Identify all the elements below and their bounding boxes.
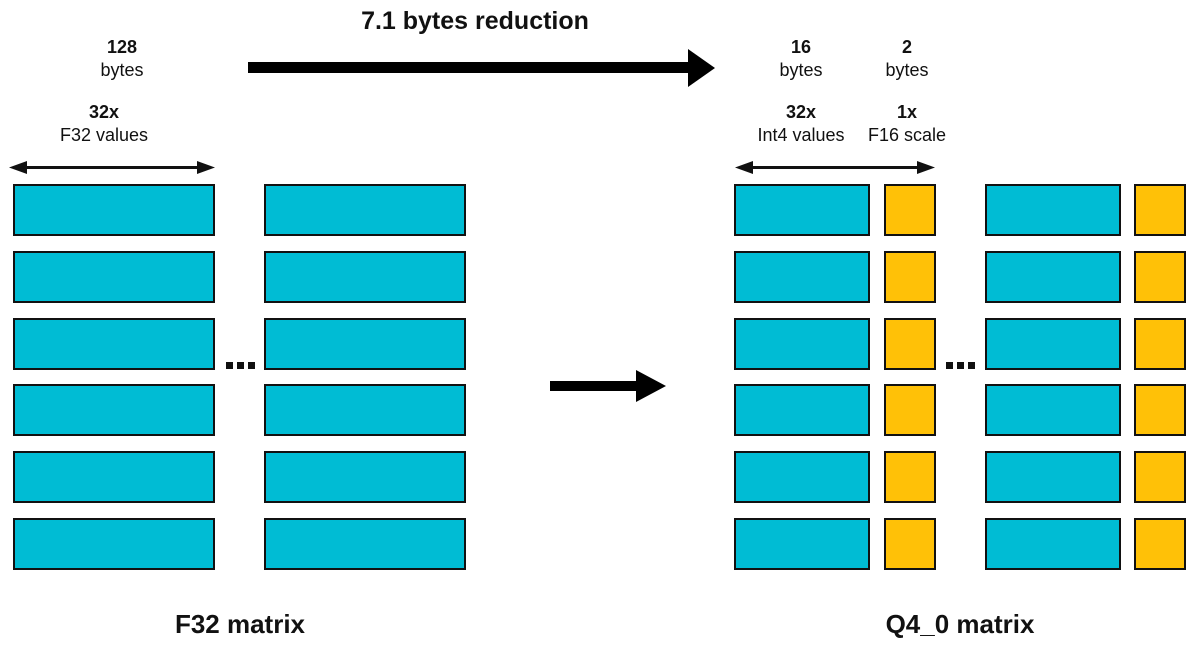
f16-scale-block	[884, 518, 936, 570]
f32-value-block	[264, 384, 466, 436]
right-span-count-int4: 32x	[785, 102, 817, 122]
right-bytes-unit-scale: bytes	[885, 60, 929, 80]
f32-value-block	[13, 451, 215, 503]
int4-values-block	[985, 251, 1121, 303]
left-span-count: 32x	[88, 102, 120, 122]
left-ellipsis	[226, 362, 255, 369]
int4-values-block	[985, 318, 1121, 370]
transform-arrow-head	[636, 370, 669, 402]
int4-values-block	[734, 384, 870, 436]
ellipsis-dot	[946, 362, 953, 369]
ellipsis-dot	[226, 362, 233, 369]
f16-scale-block	[884, 251, 936, 303]
f32-value-block	[264, 184, 466, 236]
f16-scale-block	[884, 184, 936, 236]
ellipsis-dot	[237, 362, 244, 369]
int4-values-block	[985, 451, 1121, 503]
f16-scale-block	[884, 451, 936, 503]
f16-scale-block	[1134, 451, 1186, 503]
right-ellipsis	[946, 362, 975, 369]
right-bytes-label-scale: 2 bytes	[839, 36, 975, 82]
right-span-label-int4: 32x Int4 values	[733, 101, 869, 147]
f32-value-block	[13, 318, 215, 370]
int4-values-block	[734, 251, 870, 303]
f32-matrix-label: F32 matrix	[174, 609, 306, 639]
f32-value-block	[13, 518, 215, 570]
q4-matrix-label: Q4_0 matrix	[885, 609, 1035, 639]
ellipsis-dot	[968, 362, 975, 369]
int4-values-block	[734, 184, 870, 236]
f32-value-block	[264, 251, 466, 303]
right-span-desc-scale: F16 scale	[867, 125, 947, 145]
f16-scale-block	[1134, 184, 1186, 236]
f16-scale-block	[1134, 251, 1186, 303]
right-span-count-scale: 1x	[896, 102, 918, 122]
f16-scale-block	[1134, 384, 1186, 436]
reduction-arrow-head	[688, 49, 718, 87]
int4-values-block	[985, 184, 1121, 236]
right-bytes-unit-int4: bytes	[779, 60, 823, 80]
f16-scale-block	[1134, 318, 1186, 370]
left-span-label: 32x F32 values	[4, 101, 204, 147]
f32-value-block	[13, 251, 215, 303]
int4-values-block	[734, 518, 870, 570]
f16-scale-block	[1134, 518, 1186, 570]
int4-values-block	[734, 451, 870, 503]
f16-scale-block	[884, 384, 936, 436]
ellipsis-dot	[957, 362, 964, 369]
ellipsis-dot	[248, 362, 255, 369]
right-bytes-value-int4: 16	[790, 37, 812, 57]
f32-value-block	[264, 518, 466, 570]
left-bytes-label: 128 bytes	[22, 36, 222, 82]
f16-scale-block	[884, 318, 936, 370]
int4-values-block	[734, 318, 870, 370]
left-width-arrow	[9, 161, 215, 174]
reduction-arrow-shaft	[248, 62, 688, 73]
f32-value-block	[13, 184, 215, 236]
left-span-desc: F32 values	[59, 125, 149, 145]
right-span-desc-int4: Int4 values	[757, 125, 845, 145]
left-bytes-unit: bytes	[100, 60, 144, 80]
right-bytes-value-scale: 2	[901, 37, 912, 57]
transform-arrow-shaft	[550, 381, 636, 391]
f32-value-block	[13, 384, 215, 436]
left-bytes-value: 128	[106, 37, 138, 57]
int4-values-block	[985, 384, 1121, 436]
right-bytes-label-int4: 16 bytes	[733, 36, 869, 82]
reduction-title: 7.1 bytes reduction	[361, 7, 589, 35]
int4-values-block	[985, 518, 1121, 570]
right-width-arrow	[735, 161, 935, 174]
f32-value-block	[264, 451, 466, 503]
f32-value-block	[264, 318, 466, 370]
right-span-label-scale: 1x F16 scale	[839, 101, 975, 147]
